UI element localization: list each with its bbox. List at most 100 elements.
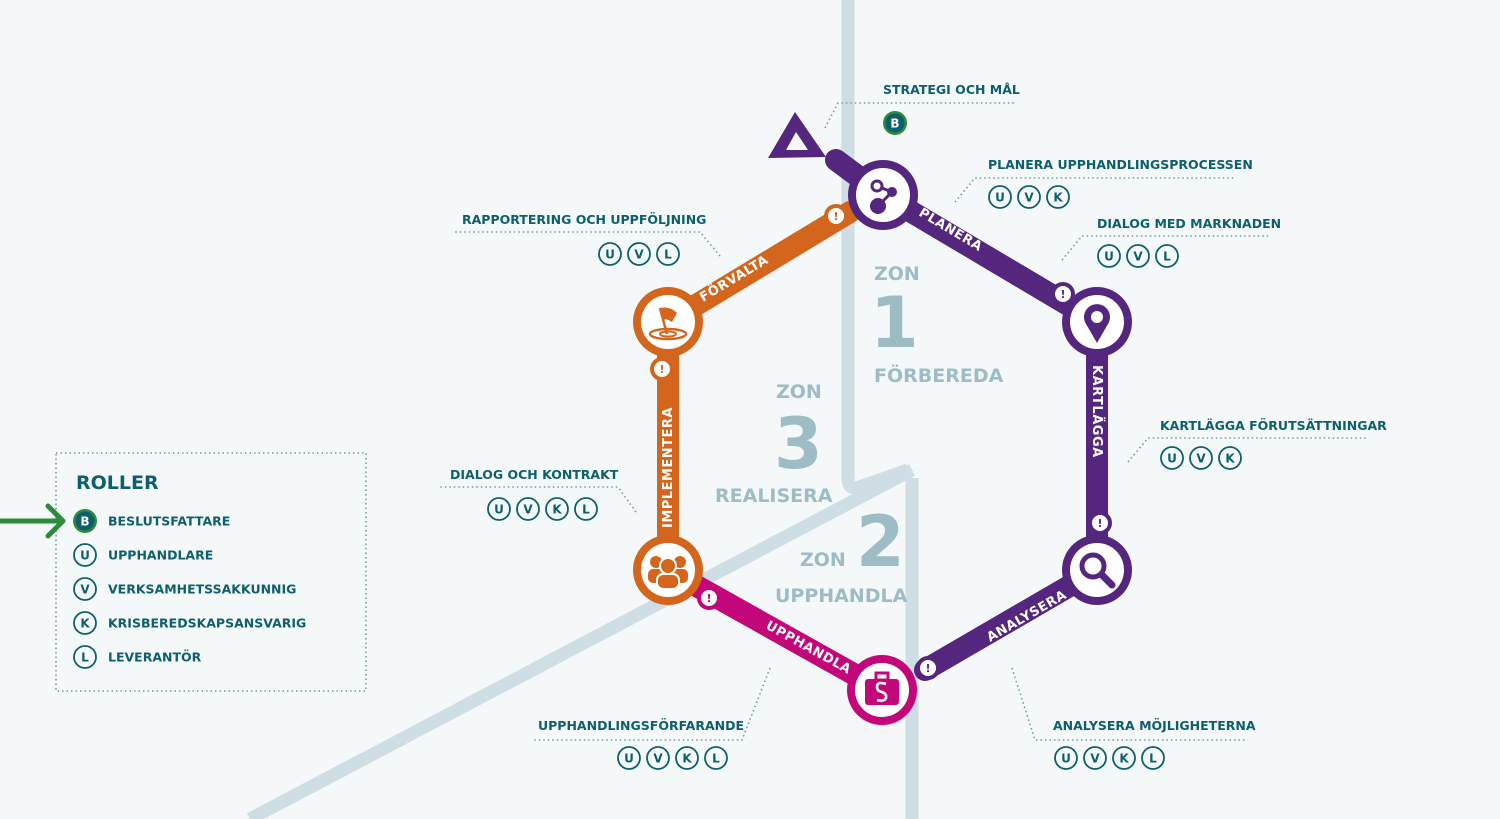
role-badge-l: L <box>1141 746 1165 770</box>
step-node[interactable] <box>633 287 703 357</box>
magnifier-icon <box>1079 552 1116 589</box>
warning-badge-icon: ! <box>824 204 848 228</box>
warning-badge-icon: ! <box>650 357 674 381</box>
svg-text:K: K <box>1225 452 1235 466</box>
start-arrow-icon <box>768 112 826 158</box>
zone-3-name: REALISERA <box>715 485 833 507</box>
arrow-right-icon <box>0 503 66 539</box>
step-node[interactable] <box>848 160 918 230</box>
legend-item-label: KRISBEREDSKAPSANSVARIG <box>108 616 306 631</box>
step-node[interactable] <box>633 535 703 605</box>
zone-3: ZON 3 REALISERA <box>715 381 833 507</box>
zone-1-number: 1 <box>870 282 919 364</box>
svg-text:U: U <box>494 503 504 517</box>
track-label-kartlagga: KARTLÄGGA <box>1089 365 1105 458</box>
warning-badge-icon: ! <box>1051 282 1075 306</box>
step-label: RAPPORTERING OCH UPPFÖLJNING <box>462 212 706 227</box>
svg-text:V: V <box>653 752 663 766</box>
step-label: DIALOG MED MARKNADEN <box>1097 216 1281 231</box>
zone-2-number: 2 <box>856 501 905 583</box>
svg-text:V: V <box>80 583 90 597</box>
role-badge-u: U <box>1160 446 1184 470</box>
background-lines <box>246 0 919 819</box>
step-label: STRATEGI OCH MÅL <box>883 82 1020 97</box>
svg-text:K: K <box>1119 752 1129 766</box>
svg-text:K: K <box>1053 191 1063 205</box>
zone-3-number: 3 <box>774 403 823 485</box>
svg-text:!: ! <box>925 662 930 675</box>
legend-item-b: B BESLUTSFATTARE <box>73 509 230 533</box>
svg-text:U: U <box>1104 250 1114 264</box>
role-badge-v: V <box>1126 244 1150 268</box>
legend-item-label: BESLUTSFATTARE <box>108 514 230 529</box>
people-group-icon <box>648 556 688 590</box>
role-badge-v: V <box>1083 746 1107 770</box>
role-badge-u: U <box>487 497 511 521</box>
zone-1-prefix: ZON <box>874 263 920 285</box>
legend-item-label: LEVERANTÖR <box>108 650 202 665</box>
svg-text:B: B <box>80 515 89 529</box>
svg-text:L: L <box>1149 752 1157 766</box>
role-badge-v: V <box>646 746 670 770</box>
role-badge-u: U <box>73 543 97 567</box>
callout-leader-line <box>954 177 1235 203</box>
legend-item-label: UPPHANDLARE <box>108 548 213 563</box>
map-pin-icon <box>1084 304 1110 343</box>
role-badge-k: K <box>545 497 569 521</box>
svg-text:!: ! <box>833 210 838 223</box>
role-badge-b: B <box>73 509 97 533</box>
svg-text:L: L <box>712 752 720 766</box>
callout-leader-line <box>452 231 721 257</box>
role-badge-v: V <box>73 577 97 601</box>
svg-text:U: U <box>624 752 634 766</box>
role-badge-k: K <box>1112 746 1136 770</box>
role-badge-k: K <box>675 746 699 770</box>
callout-leader-line <box>1127 437 1368 463</box>
svg-text:U: U <box>995 191 1005 205</box>
warning-badge-icon: ! <box>697 586 721 610</box>
step-label: ANALYSERA MÖJLIGHETERNA <box>1053 718 1256 733</box>
warning-badge-icon: ! <box>1088 511 1112 535</box>
svg-text:B: B <box>890 117 899 131</box>
flag-target-icon <box>648 307 688 341</box>
role-badge-v: V <box>1189 446 1213 470</box>
svg-text:V: V <box>1024 191 1034 205</box>
svg-text:!: ! <box>706 592 711 605</box>
role-badge-b: B <box>883 111 907 135</box>
svg-text:L: L <box>582 503 590 517</box>
role-badge-k: K <box>1046 185 1070 209</box>
legend-item-l: L LEVERANTÖR <box>73 645 202 669</box>
svg-text:U: U <box>1167 452 1177 466</box>
role-badge-v: V <box>627 242 651 266</box>
svg-text:K: K <box>552 503 562 517</box>
callout-leader-line <box>824 102 1015 129</box>
role-badge-u: U <box>988 185 1012 209</box>
step-node[interactable] <box>1062 287 1132 357</box>
svg-text:!: ! <box>1097 517 1102 530</box>
role-badge-v: V <box>1017 185 1041 209</box>
svg-text:K: K <box>80 617 90 631</box>
zone-1: ZON 1 FÖRBEREDA <box>870 263 1004 387</box>
role-badge-u: U <box>598 242 622 266</box>
step-label: DIALOG OCH KONTRAKT <box>450 467 619 482</box>
legend-item-label: VERKSAMHETSSAKKUNNIG <box>108 582 296 597</box>
svg-text:!: ! <box>659 363 664 376</box>
step-node[interactable] <box>847 655 917 725</box>
step-node[interactable] <box>1062 535 1132 605</box>
role-badge-l: L <box>574 497 598 521</box>
role-badge-l: L <box>1155 244 1179 268</box>
zone-3-prefix: ZON <box>776 381 822 403</box>
role-badge-v: V <box>516 497 540 521</box>
track-label-upphandla: UPPHANDLA <box>763 618 853 677</box>
svg-text:L: L <box>81 651 89 665</box>
role-badge-l: L <box>704 746 728 770</box>
callout-leader-line <box>532 667 771 741</box>
warning-badge-icon: ! <box>916 656 940 680</box>
svg-text:V: V <box>1090 752 1100 766</box>
role-badge-u: U <box>1054 746 1078 770</box>
